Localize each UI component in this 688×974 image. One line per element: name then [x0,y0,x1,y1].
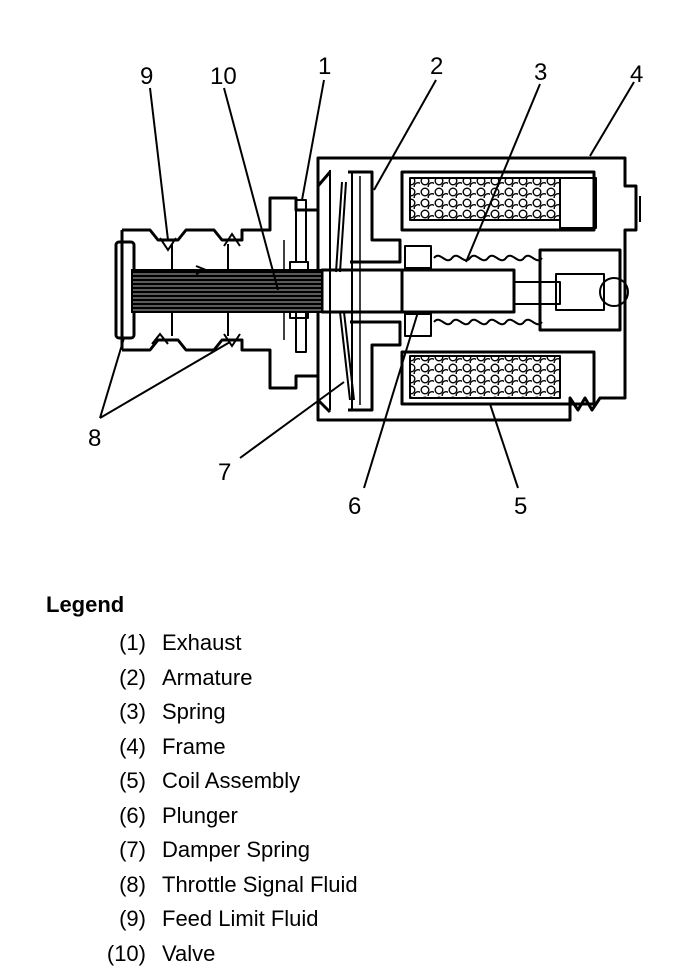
callout-9: 9 [140,63,153,90]
legend-number: (6) [119,802,146,828]
legend-number: (5) [119,768,146,794]
callout-5: 5 [514,493,527,520]
legend-label: Plunger [162,802,238,828]
frame [316,156,641,422]
callout-numbers: 1 2 3 4 5 6 7 8 9 10 [88,53,643,520]
legend-item: (1) Exhaust [88,626,358,661]
callout-7: 7 [218,459,231,486]
legend-number: (3) [119,699,146,725]
callout-6: 6 [348,493,361,520]
legend-number: (2) [119,664,146,690]
legend-item: (10) Valve [88,937,358,972]
legend-item: (4) Frame [88,730,358,765]
exhaust-fitting [513,248,629,332]
legend-label: Frame [162,733,226,759]
spring [433,254,543,326]
callout-2: 2 [430,53,443,80]
legend-item: (7) Damper Spring [88,833,358,868]
legend-label: Feed Limit Fluid [162,906,319,932]
legend-label: Throttle Signal Fluid [162,871,358,897]
legend-item: (6) Plunger [88,799,358,834]
solenoid-cross-section-diagram: 1 2 3 4 5 6 7 8 9 10 [88,53,643,520]
legend-label: Armature [162,664,253,690]
legend-label: Damper Spring [162,837,310,863]
legend-number: (7) [119,837,146,863]
callout-10: 10 [210,63,237,90]
armature [348,170,402,412]
callout-1: 1 [318,53,331,80]
flow-arrows [151,232,241,348]
legend-item: (2) Armature [88,661,358,696]
legend-number: (9) [119,906,146,932]
leader-lines [99,79,635,489]
legend-label: Coil Assembly [162,768,301,794]
legend-item: (3) Spring [88,695,358,730]
legend-number: (4) [119,733,146,759]
legend-list: (1) Exhaust (2) Armature (3) Spring (4) … [88,626,358,971]
legend-item: (5) Coil Assembly [88,764,358,799]
callout-8: 8 [88,425,101,452]
legend-number: (1) [119,630,146,656]
legend-label: Valve [162,940,216,966]
legend-number: (10) [106,940,146,966]
callout-4: 4 [630,61,643,88]
legend-title: Legend [46,592,125,617]
damper-spring [335,181,355,401]
legend-item: (8) Throttle Signal Fluid [88,868,358,903]
legend-item: (9) Feed Limit Fluid [88,902,358,937]
valve-spool [131,269,323,313]
legend-label: Exhaust [162,630,242,656]
coil-assembly [400,170,597,406]
callout-3: 3 [534,59,547,86]
legend-number: (8) [119,871,146,897]
legend-label: Spring [162,699,226,725]
